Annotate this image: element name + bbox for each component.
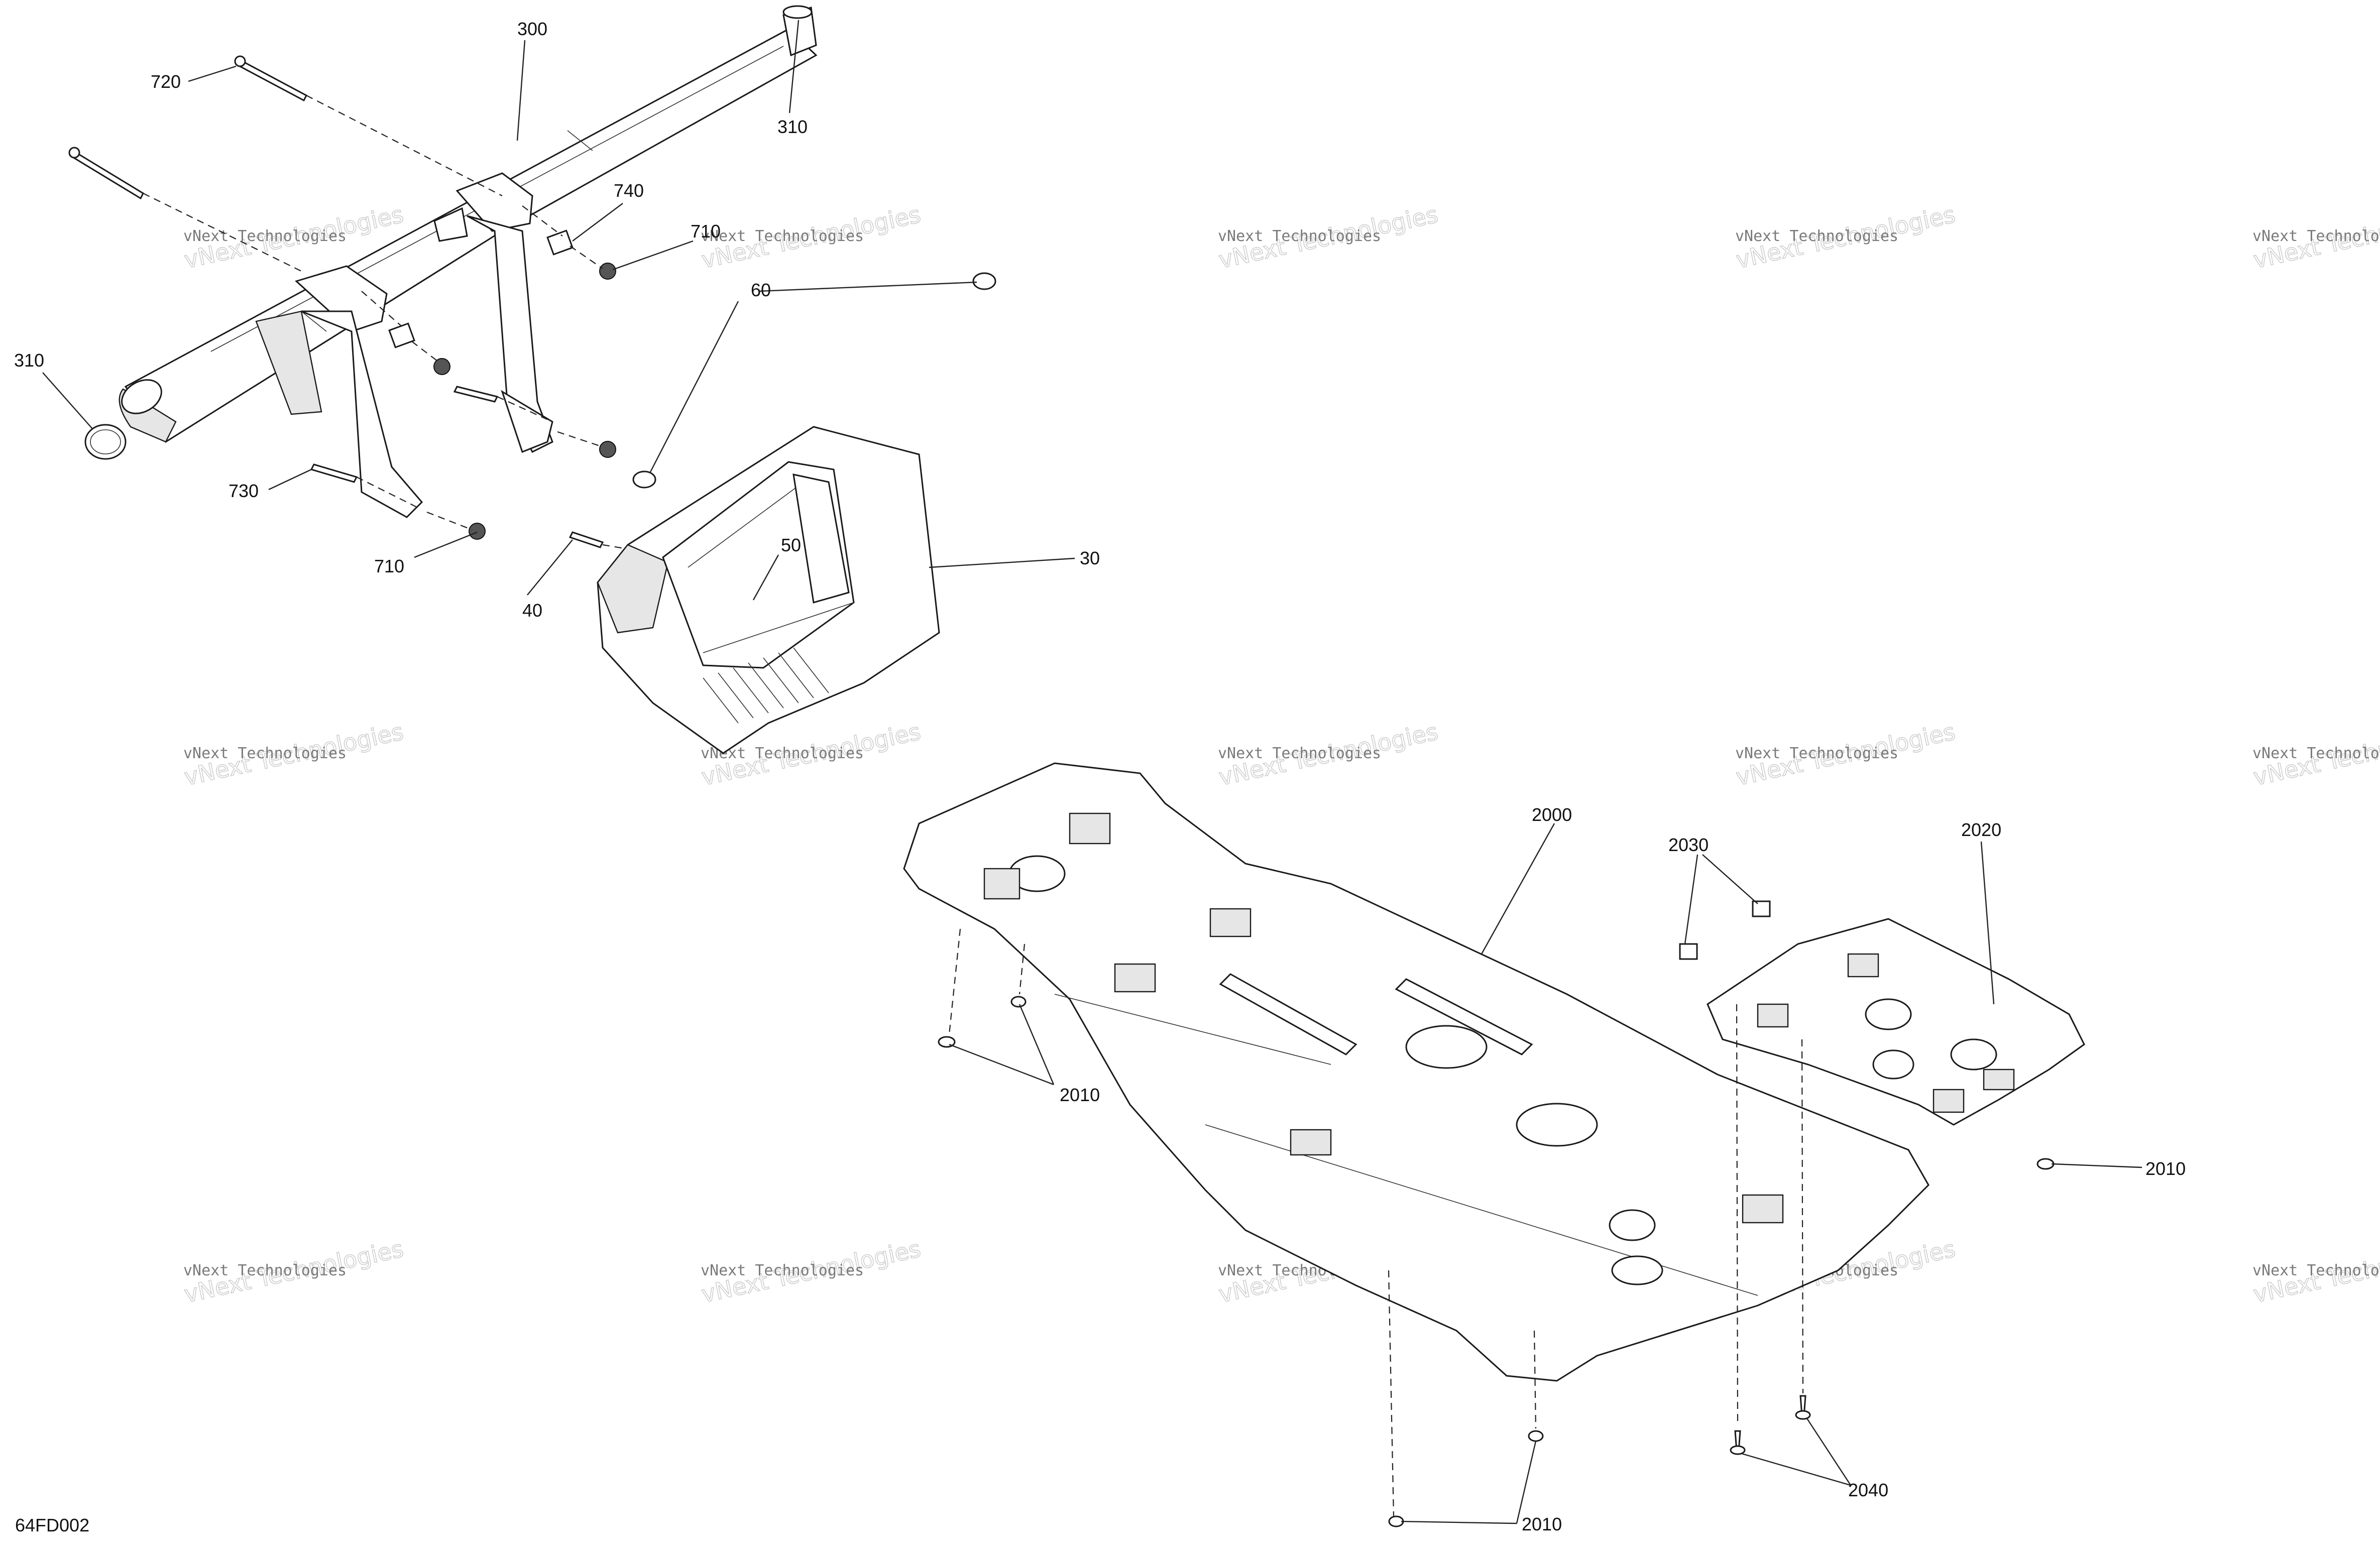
- svg-text:vNext Technologies: vNext Technologies: [1218, 227, 1381, 245]
- callout-310-left: 310: [14, 350, 44, 371]
- svg-text:vNext Technologies: vNext Technologies: [183, 745, 347, 762]
- callout-2010-bottom: 2010: [1522, 1514, 1562, 1534]
- svg-text:vNext Technologies: vNext Technologies: [701, 1262, 864, 1279]
- svg-text:vNext Technologies: vNext Technologies: [2252, 1262, 2380, 1279]
- callout-310-right: 310: [777, 116, 808, 137]
- callout-50: 50: [781, 535, 801, 555]
- callout-2010-right: 2010: [2145, 1158, 2186, 1179]
- leader-lines: [42, 20, 2142, 1524]
- plate-ribs: [703, 647, 829, 724]
- watermark: vNext Technologies vNext Technologies: [1733, 718, 1958, 791]
- watermark: vNext Technologies vNext Technologies: [699, 1235, 924, 1309]
- svg-text:vNext Technologies: vNext Technologies: [1735, 227, 1898, 245]
- assembly-lines-skid: [948, 928, 1804, 1517]
- end-cap-310-right: [782, 5, 817, 57]
- watermark: vNext Technologies vNext Technologies: [2250, 1235, 2380, 1309]
- watermark: vNext Technologies vNext Technologies: [699, 200, 924, 274]
- svg-text:vNext Technologies: vNext Technologies: [1218, 745, 1381, 762]
- watermark: vNext Technologies vNext Technologies: [181, 718, 406, 791]
- watermark: vNext Technologies vNext Technologies: [181, 1235, 406, 1309]
- svg-text:vNext Technologies: vNext Technologies: [183, 1262, 347, 1279]
- skid-plate-2000: [903, 762, 1930, 1382]
- svg-text:vNext Technologies: vNext Technologies: [183, 227, 347, 245]
- callout-710-top: 710: [691, 221, 721, 242]
- svg-text:vNext Technologies: vNext Technologies: [701, 227, 864, 245]
- hardware-bumper: [68, 55, 996, 610]
- watermark: vNext Technologies vNext Technologies: [1216, 200, 1441, 274]
- callout-740: 740: [614, 180, 644, 201]
- callouts: 300 720 310 310 740 710 710 60 730 50 30…: [14, 19, 2186, 1534]
- callout-2000: 2000: [1532, 804, 1572, 825]
- callout-2040: 2040: [1848, 1480, 1888, 1500]
- callout-730: 730: [229, 481, 259, 501]
- watermark: vNext Technologies vNext Technologies: [1216, 718, 1441, 791]
- callout-2030: 2030: [1668, 835, 1709, 855]
- svg-text:vNext Technologies: vNext Technologies: [2252, 745, 2380, 762]
- svg-text:vNext Technologies: vNext Technologies: [2252, 227, 2380, 245]
- callout-720: 720: [151, 71, 181, 92]
- watermark: vNext Technologies vNext Technologies: [2250, 200, 2380, 274]
- end-cap-310-left: [84, 424, 127, 460]
- figure-code: 64FD002: [15, 1515, 89, 1535]
- callout-2020: 2020: [1961, 819, 2001, 840]
- clips-2030: [1679, 900, 1771, 960]
- callout-60: 60: [751, 280, 771, 300]
- skid-plate-2020: [1707, 918, 2085, 1126]
- callout-710-bottom: 710: [374, 556, 404, 576]
- callout-30: 30: [1080, 548, 1100, 568]
- svg-text:vNext Technologies: vNext Technologies: [1735, 745, 1898, 762]
- callout-40: 40: [522, 600, 542, 621]
- watermark: vNext Technologies vNext Technologies: [2250, 718, 2380, 791]
- callout-300: 300: [517, 19, 547, 39]
- bumper-tube-300: [119, 28, 818, 518]
- skid-bumper-plate-30: [597, 426, 940, 754]
- callout-2010-left: 2010: [1060, 1085, 1100, 1105]
- watermark: vNext Technologies vNext Technologies: [1733, 200, 1958, 274]
- fasteners-skid: [938, 996, 2055, 1527]
